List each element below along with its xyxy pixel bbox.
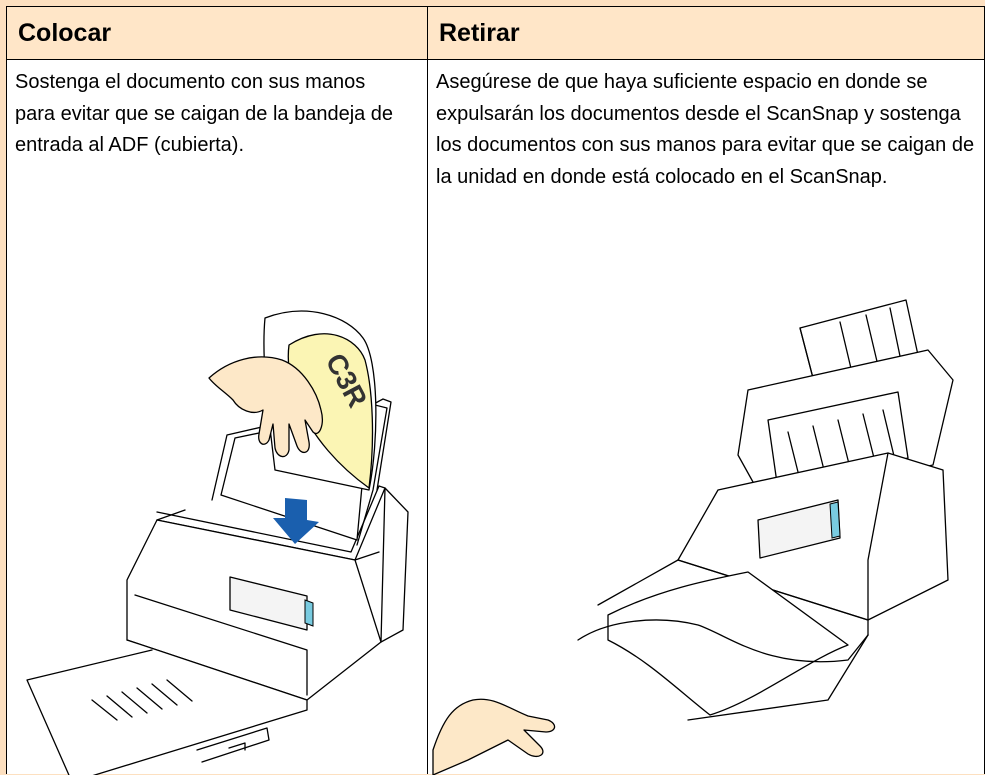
content-row: Sostenga el documento con sus manos para…: [6, 59, 985, 775]
scanner-ejecting-illustration: [432, 299, 954, 775]
header-retirar: Retirar: [427, 6, 985, 60]
left-margin: [0, 0, 6, 774]
colocar-text: Sostenga el documento con sus manos para…: [15, 71, 394, 156]
retirar-cell: Asegúrese de que haya suficiente espacio…: [427, 59, 985, 775]
top-margin: [0, 0, 985, 6]
down-arrow-icon: [273, 498, 319, 544]
scanner-loading-illustration: C3R: [26, 310, 409, 775]
header-colocar: Colocar: [6, 6, 428, 60]
colocar-cell: Sostenga el documento con sus manos para…: [6, 59, 428, 775]
header-row: Colocar Retirar: [6, 6, 985, 60]
retirar-text: Asegúrese de que haya suficiente espacio…: [436, 71, 975, 188]
instructions-table: Colocar Retirar Sostenga el documento co…: [6, 6, 985, 775]
